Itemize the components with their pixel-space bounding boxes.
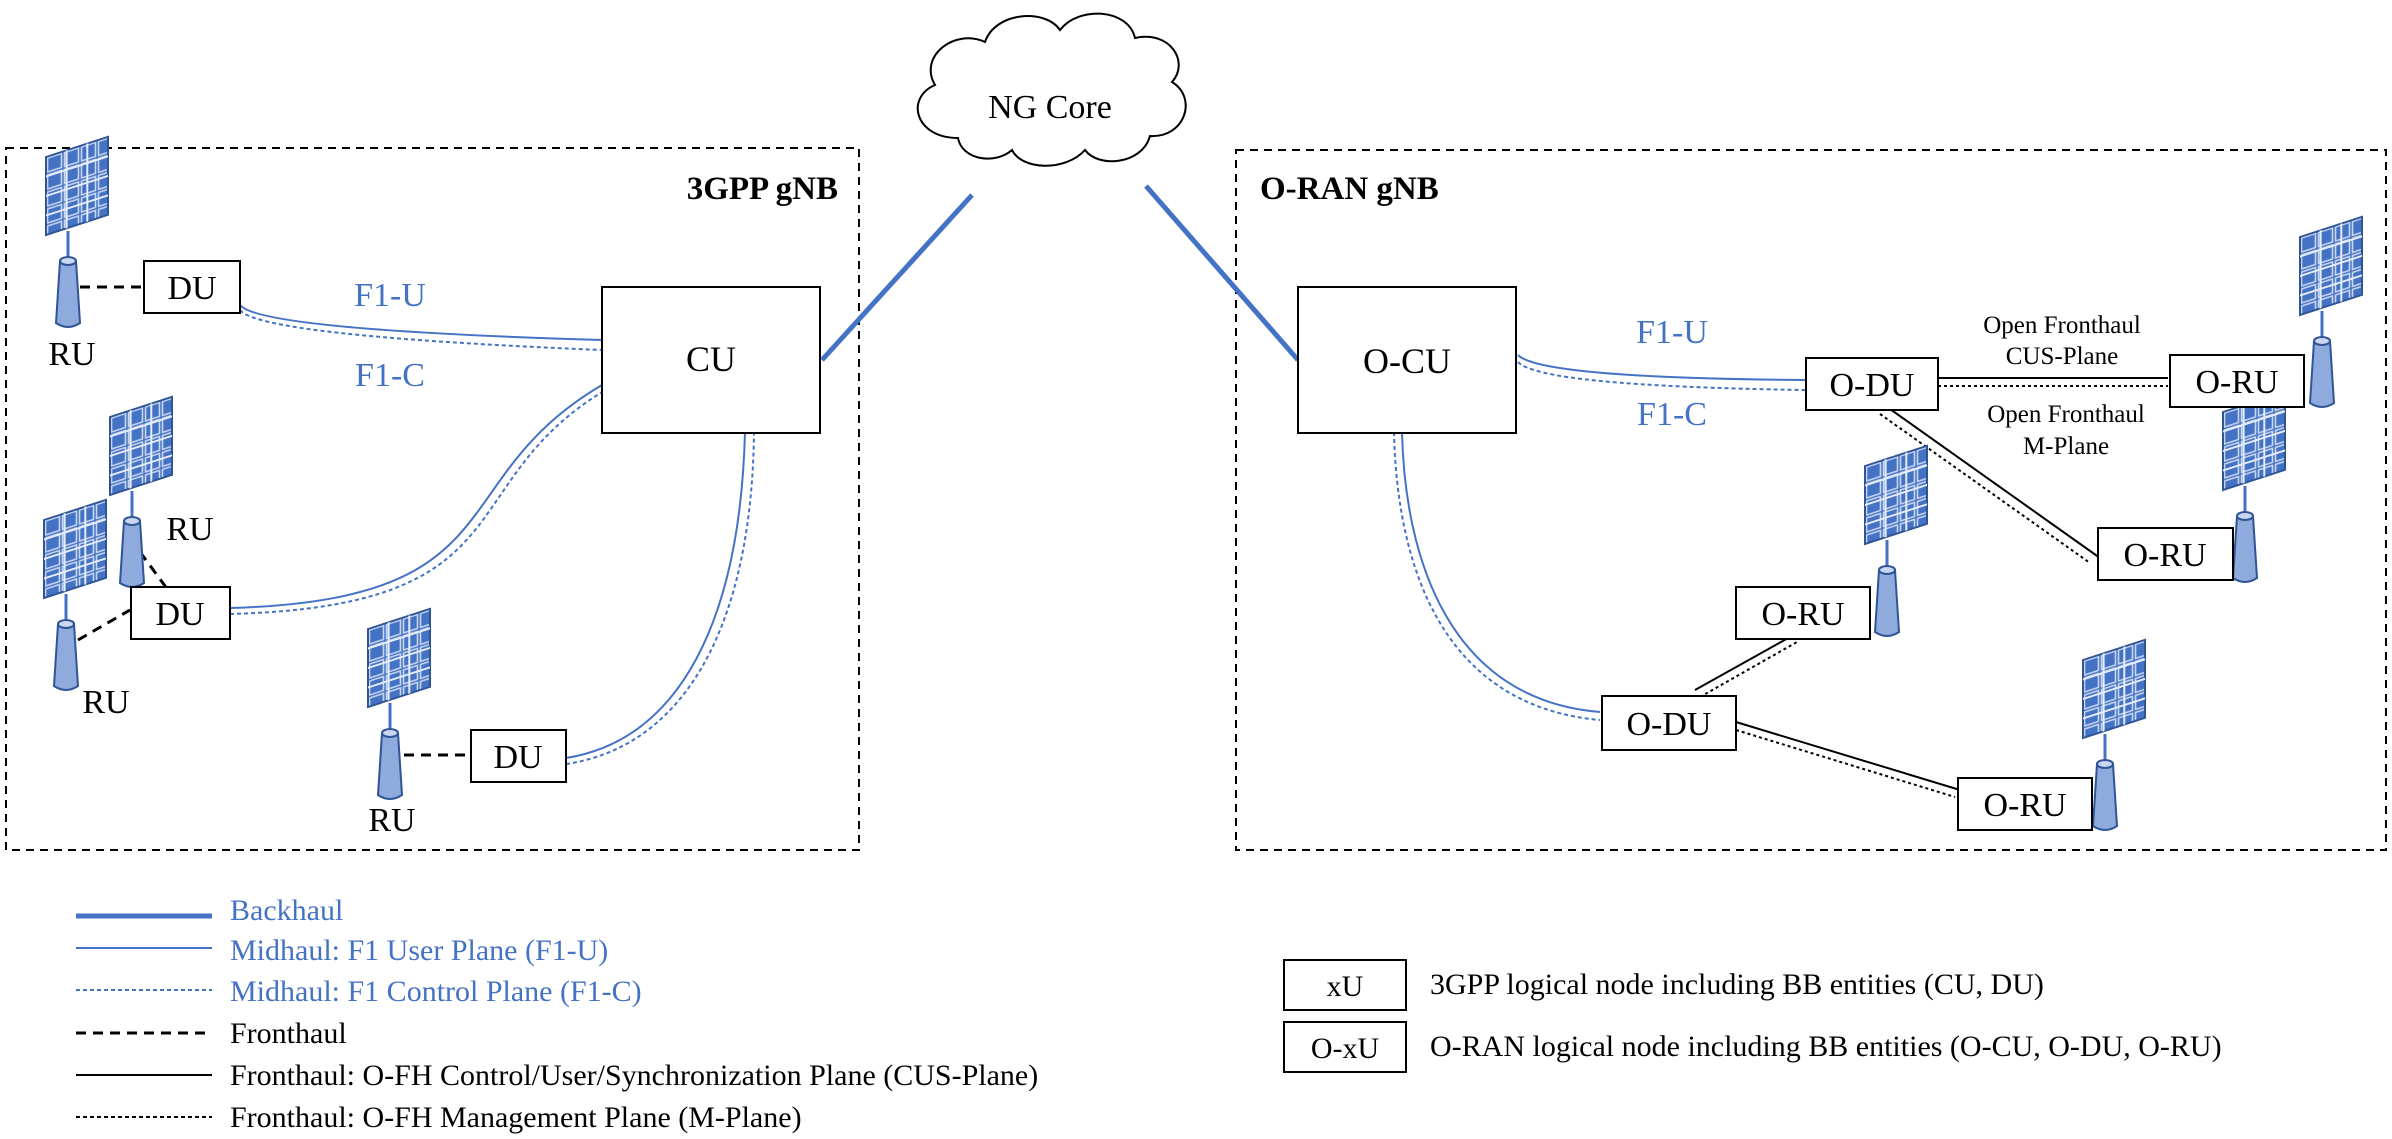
du-node[interactable]: DU: [470, 729, 567, 783]
svg-text:DU: DU: [155, 596, 204, 633]
region-3gpp-gnb: [5, 147, 860, 851]
du-node[interactable]: DU: [130, 586, 231, 640]
legend-label-oxu: O-RAN logical node including BB entities…: [1430, 1030, 2222, 1063]
svg-text:CU: CU: [686, 339, 736, 379]
region-title-oran: O-RAN gNB: [1260, 171, 1439, 207]
f1c-link-odu2: [1393, 431, 1601, 721]
ru-label: RU: [82, 684, 129, 721]
f1c-label-oran: F1-C: [1637, 396, 1707, 433]
legend-box-xu: xU: [1327, 970, 1364, 1003]
legend-nodes: xU 3GPP logical node including BB entiti…: [1283, 959, 2222, 1073]
ru-label: RU: [48, 336, 95, 373]
f1u-link-odu2: [1401, 431, 1601, 713]
legend-label-xu: 3GPP logical node including BB entities …: [1430, 968, 2044, 1001]
legend-label-f1u: Midhaul: F1 User Plane (F1-U): [230, 934, 608, 967]
m-plane-link: [1699, 641, 1798, 698]
du-node[interactable]: DU: [143, 260, 241, 314]
backhaul-link-ocu: [1144, 184, 1300, 362]
legend-box-oxu: O-xU: [1311, 1032, 1380, 1065]
svg-text:DU: DU: [167, 270, 216, 307]
ocu-node[interactable]: O-CU: [1297, 286, 1517, 434]
f1c-link-du2: [229, 391, 603, 615]
antenna-panel-icon: [2298, 215, 2364, 409]
oru-node[interactable]: O-RU: [2169, 354, 2305, 408]
f1c-link-odu1: [1517, 361, 1806, 391]
cus-plane-link: [1889, 408, 2101, 559]
antenna-panel-icon: [366, 607, 432, 801]
odu-node[interactable]: O-DU: [1805, 357, 1939, 411]
f1u-label-3gpp: F1-U: [354, 277, 426, 314]
antenna-panel-icon: [1863, 444, 1929, 638]
svg-text:O-RU: O-RU: [2195, 364, 2278, 401]
legend-label-f1c: Midhaul: F1 Control Plane (F1-C): [230, 975, 642, 1008]
f1u-label-oran: F1-U: [1636, 314, 1708, 351]
region-oran-gnb: [1235, 149, 2387, 851]
core-label: NG Core: [988, 89, 1112, 126]
fronthaul-link-ru3: [77, 608, 131, 642]
odu-node[interactable]: O-DU: [1601, 695, 1737, 751]
antenna-panel-icon: [44, 135, 110, 329]
cus-plane-label: Open Fronthaul: [1983, 312, 2141, 339]
cus-plane-label: CUS-Plane: [2006, 343, 2119, 370]
svg-text:O-RU: O-RU: [2123, 537, 2206, 574]
oru-node[interactable]: O-RU: [1957, 777, 2093, 831]
f1u-link-du3: [565, 431, 746, 759]
legend-label-cus-plane: Fronthaul: O-FH Control/User/Synchroniza…: [230, 1059, 1038, 1092]
legend-label-m-plane: Fronthaul: O-FH Management Plane (M-Plan…: [230, 1101, 802, 1134]
m-plane-label: M-Plane: [2023, 433, 2109, 460]
svg-text:O-DU: O-DU: [1830, 367, 1915, 404]
cloud-icon: [916, 12, 1187, 167]
fronthaul-link-ru2: [138, 551, 170, 591]
legend-lines: Backhaul Midhaul: F1 User Plane (F1-U) M…: [76, 894, 1038, 1134]
cu-node[interactable]: CU: [601, 286, 821, 434]
f1c-label-3gpp: F1-C: [355, 357, 425, 394]
svg-text:O-CU: O-CU: [1363, 341, 1451, 381]
m-plane-link: [1735, 729, 1956, 798]
ru-label: RU: [368, 802, 415, 839]
f1u-link-du1: [239, 304, 603, 341]
cus-plane-link: [1735, 721, 1961, 791]
region-title-3gpp: 3GPP gNB: [687, 171, 838, 207]
legend-label-backhaul: Backhaul: [230, 894, 343, 927]
ru-label: RU: [166, 511, 213, 548]
svg-text:O-RU: O-RU: [1761, 596, 1844, 633]
svg-text:O-DU: O-DU: [1627, 706, 1712, 743]
antenna-panel-icon: [42, 498, 108, 692]
legend-label-fronthaul: Fronthaul: [230, 1017, 347, 1050]
svg-text:O-RU: O-RU: [1983, 787, 2066, 824]
f1c-link-du1: [239, 309, 603, 351]
m-plane-link: [1879, 413, 2091, 564]
f1u-link-odu1: [1517, 354, 1806, 381]
cus-plane-link: [1694, 636, 1791, 691]
backhaul-link-cu: [820, 193, 974, 362]
svg-text:DU: DU: [493, 739, 542, 776]
m-plane-label: Open Fronthaul: [1987, 401, 2145, 428]
f1c-link-du3: [565, 431, 755, 765]
oru-node[interactable]: O-RU: [1735, 586, 1871, 640]
f1u-link-du2: [229, 384, 603, 609]
antenna-panel-icon: [108, 395, 174, 589]
oru-node[interactable]: O-RU: [2097, 527, 2234, 581]
